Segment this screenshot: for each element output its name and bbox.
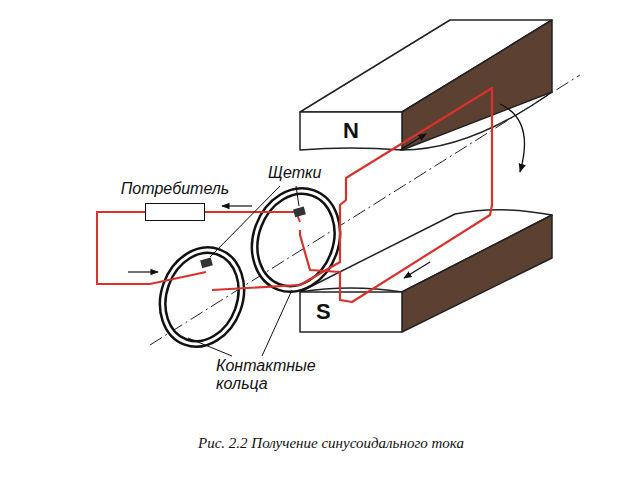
leader-line bbox=[296, 186, 299, 206]
leader-line bbox=[188, 338, 232, 356]
load-wire bbox=[97, 212, 206, 284]
leader-line bbox=[262, 290, 292, 356]
current-arrow bbox=[222, 205, 252, 206]
pole-letter: N bbox=[343, 118, 359, 144]
north-pole bbox=[300, 20, 552, 150]
current-arrow bbox=[400, 134, 426, 150]
slip-rings-label: Контактные кольца bbox=[216, 357, 356, 392]
pole-letter: S bbox=[316, 299, 331, 325]
load-resistor: Потребитель bbox=[145, 203, 205, 221]
figure-caption: Рис. 2.2 Получение синусоидального тока bbox=[198, 435, 464, 452]
brushes-label: Щетки bbox=[268, 164, 348, 182]
brush bbox=[293, 207, 306, 218]
load-name: Потребитель bbox=[121, 180, 229, 198]
current-arrow bbox=[404, 262, 430, 278]
rotation-axis bbox=[150, 75, 580, 345]
current-arrow bbox=[128, 271, 158, 272]
coil-wire bbox=[212, 88, 492, 302]
pole-face: S bbox=[302, 294, 400, 330]
brush bbox=[200, 258, 213, 269]
rotation-arrow bbox=[500, 104, 525, 172]
pole-face: N bbox=[302, 114, 400, 148]
